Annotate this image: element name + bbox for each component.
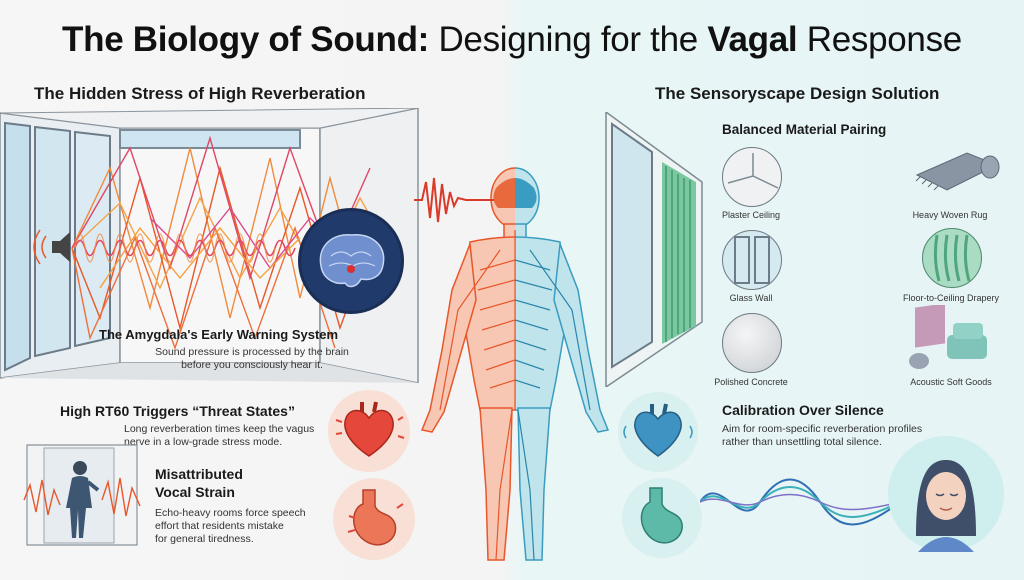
plaster-ceiling-swatch xyxy=(722,147,782,207)
brain-icon xyxy=(319,234,385,288)
right-heading: The Sensoryscape Design Solution xyxy=(655,84,940,103)
drapery-icon xyxy=(922,228,982,288)
material-label-1: Glass Wall xyxy=(729,293,773,303)
glass-wall-swatch xyxy=(722,230,782,290)
calibration-text-1: Aim for room-specific reverberation prof… xyxy=(722,423,923,435)
drapery xyxy=(662,162,696,344)
strain-text-3: for general tiredness. xyxy=(155,533,254,545)
calibration-title: Calibration Over Silence xyxy=(722,402,884,418)
strain-title-1: Misattributed xyxy=(155,466,243,482)
rt60-title: High RT60 Triggers “Threat States” xyxy=(60,403,295,419)
amygdala-text-2: before you consciously hear it. xyxy=(181,359,323,371)
heart-icon xyxy=(335,401,405,457)
material-label-5: Acoustic Soft Goods xyxy=(910,377,992,387)
brain-circle xyxy=(298,208,404,314)
sofa-icon xyxy=(909,305,987,369)
amygdala-text-1: Sound pressure is processed by the brain xyxy=(155,346,349,358)
calibration-text-2: rather than unsettling total silence. xyxy=(722,436,882,448)
left-heading: The Hidden Stress of High Reverberation xyxy=(34,84,366,103)
calm-room-illustration xyxy=(605,112,703,387)
calm-stomach-circle xyxy=(622,478,702,558)
pairing-title: Balanced Material Pairing xyxy=(722,122,887,137)
title-part-bold-1: The Biology of Sound: xyxy=(62,20,430,59)
title-part-2: Response xyxy=(797,20,963,59)
stomach-icon xyxy=(640,487,683,544)
strain-text-1: Echo-heavy rooms force speech xyxy=(155,507,306,519)
strain-title-2: Vocal Strain xyxy=(155,484,235,500)
nervous-system-body-figure xyxy=(421,167,609,561)
material-label-3: Heavy Woven Rug xyxy=(912,210,988,220)
speaker-icon xyxy=(33,229,70,265)
stressed-stomach-circle xyxy=(333,478,415,560)
rt60-text-1: Long reverberation times keep the vagus xyxy=(124,423,315,435)
calm-heart-circle xyxy=(618,392,698,472)
stomach-icon xyxy=(347,489,404,546)
echo-room-illustration xyxy=(23,444,141,546)
title-part-1: Designing for the xyxy=(429,20,708,59)
rug-icon xyxy=(915,152,1000,191)
page-title: The Biology of Sound: Designing for the … xyxy=(0,20,1024,60)
calm-face-circle xyxy=(888,436,1004,552)
heart-icon xyxy=(623,403,693,457)
material-label-0: Plaster Ceiling xyxy=(721,210,781,220)
material-label-2: Polished Concrete xyxy=(714,377,788,387)
stress-sound-wave xyxy=(414,177,494,223)
rt60-text-2: nerve in a low-grade stress mode. xyxy=(124,436,283,448)
face-icon xyxy=(916,460,976,552)
amygdala-title: The Amygdala's Early Warning System xyxy=(99,327,339,342)
person-icon xyxy=(66,461,100,538)
polished-concrete-swatch xyxy=(722,313,782,373)
title-part-bold-2: Vagal xyxy=(707,20,798,59)
material-label-4: Floor-to-Ceiling Drapery xyxy=(902,293,1000,303)
stressed-heart-circle xyxy=(328,390,410,472)
calm-sound-waves xyxy=(700,478,900,526)
strain-text-2: effort that residents mistake xyxy=(155,520,284,532)
